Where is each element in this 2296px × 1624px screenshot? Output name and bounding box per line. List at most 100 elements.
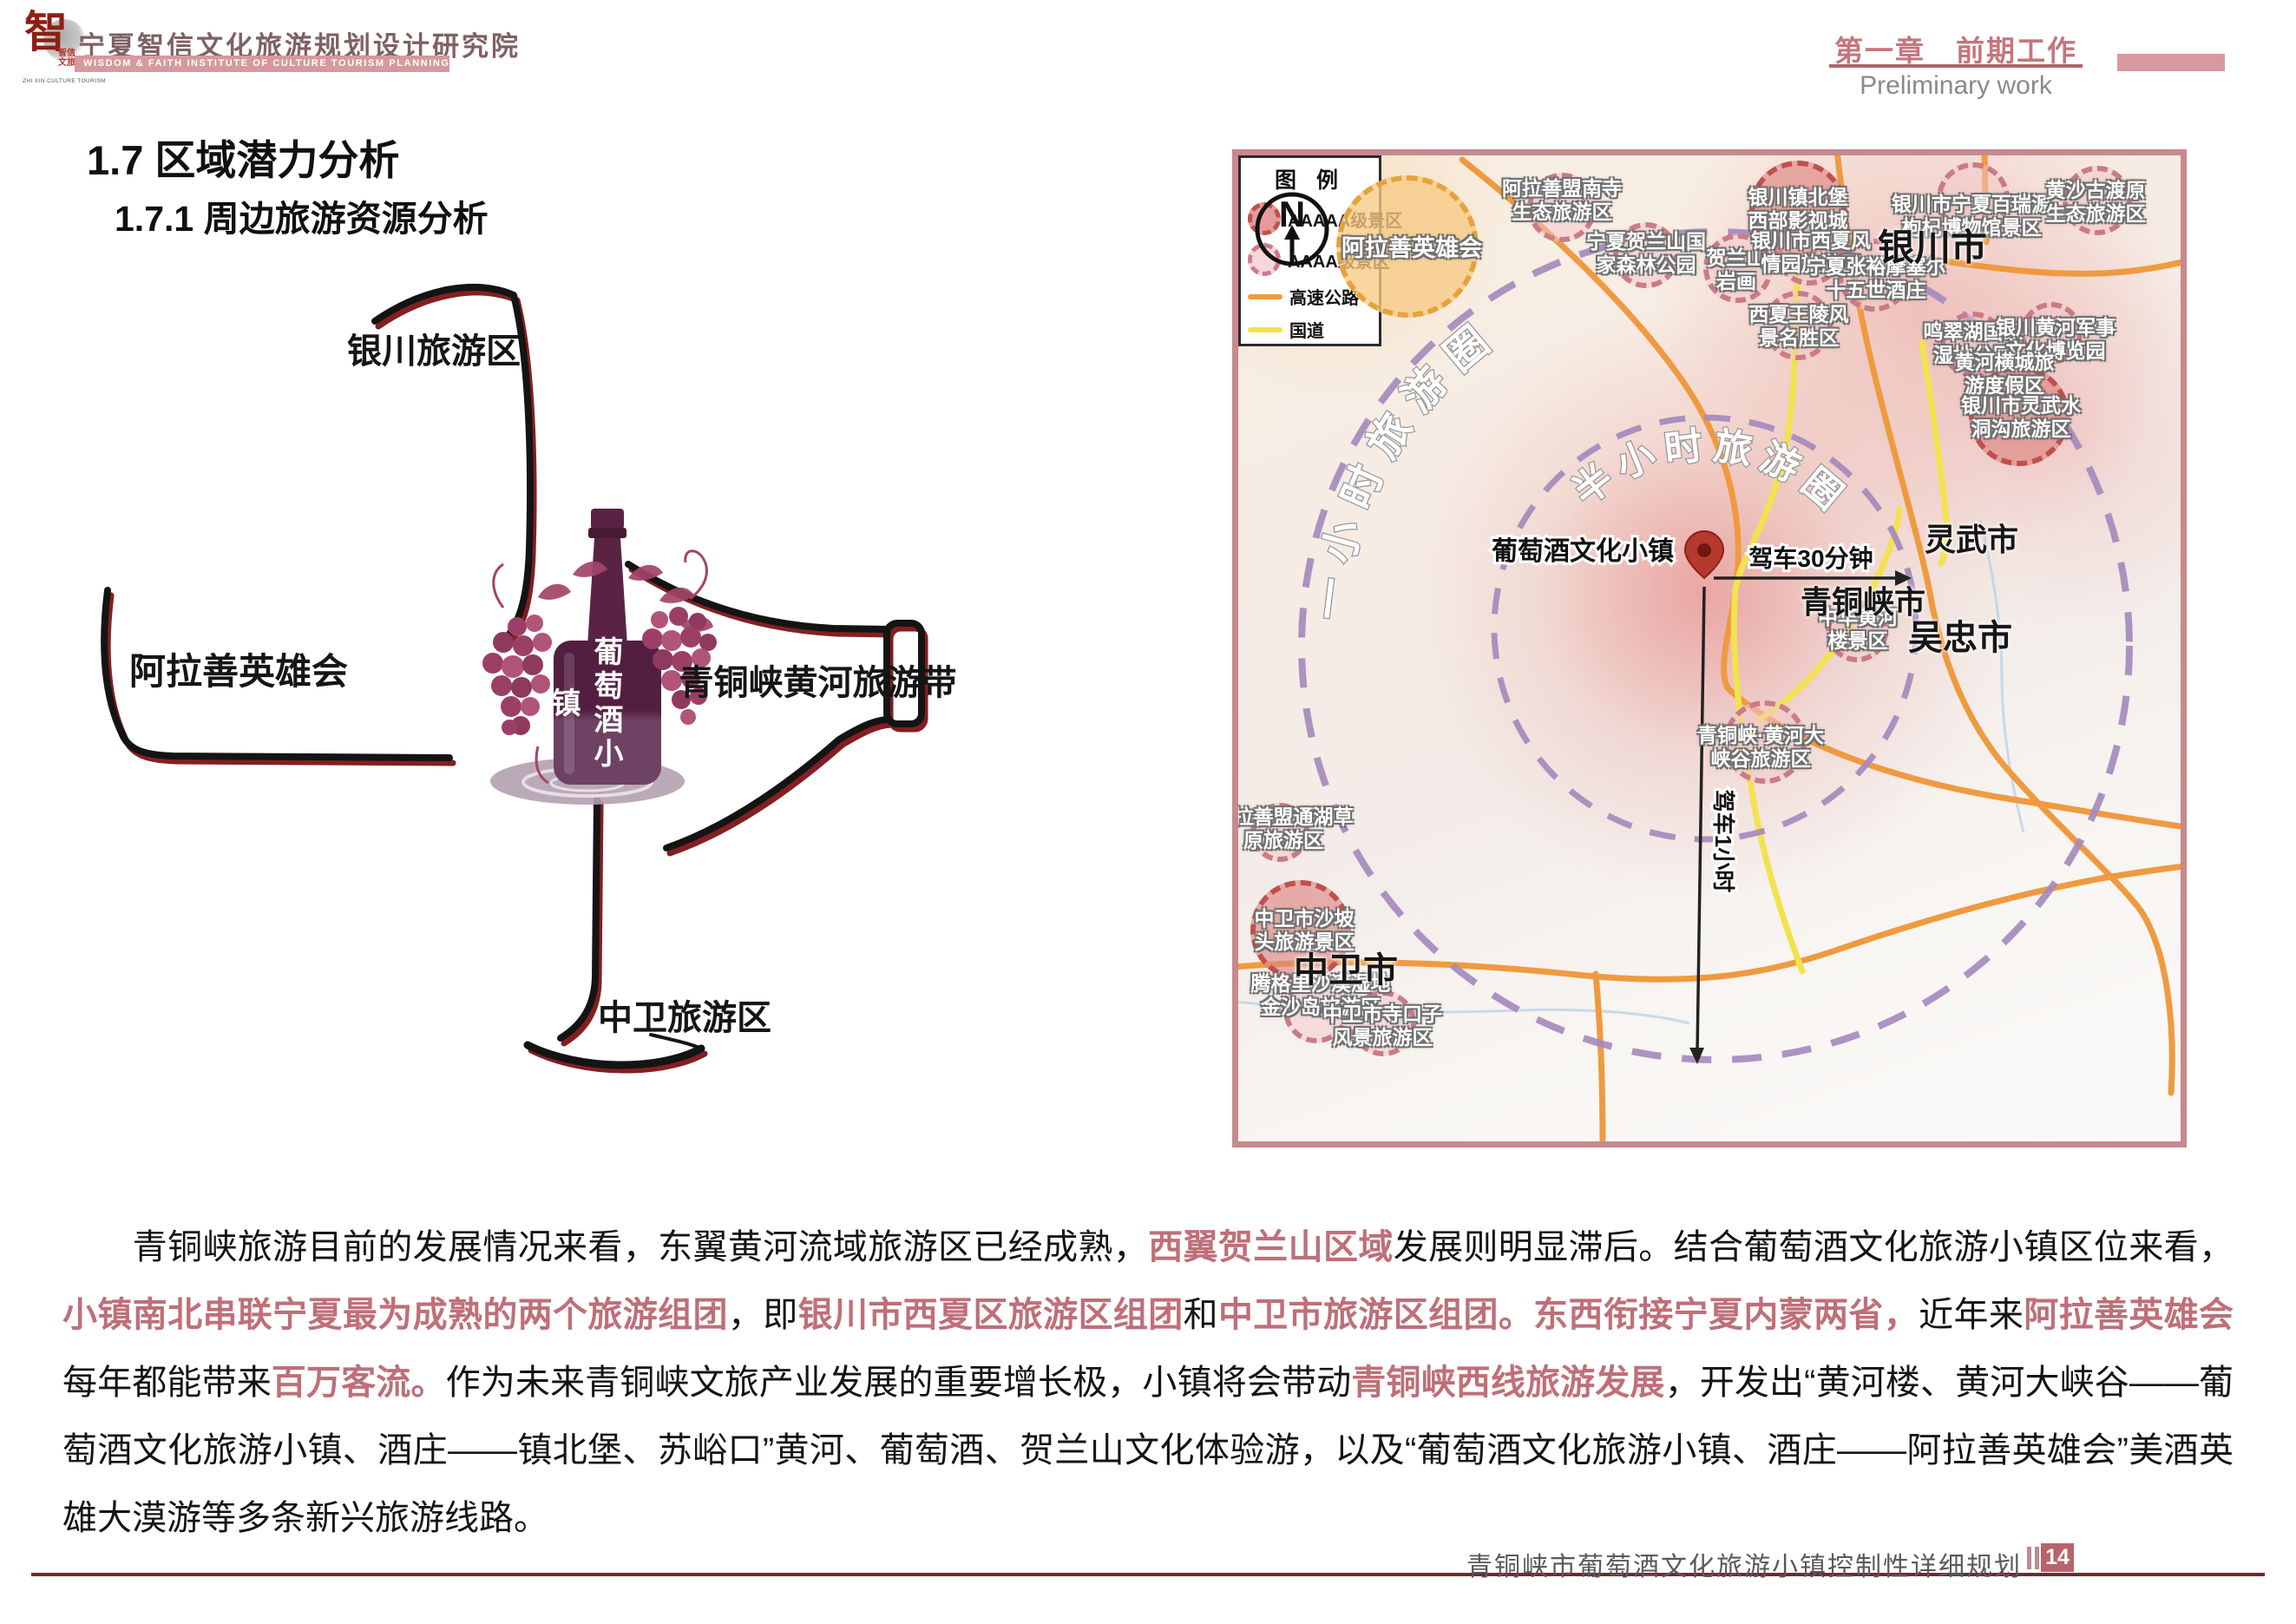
map-spot-label: 宁夏张裕摩塞尔 十五世酒庄 [1806,254,1946,301]
svg-text:旅: 旅 [1711,424,1755,472]
paragraph-segment: 和 [1183,1296,1218,1334]
map-spot-circle [1723,700,1807,784]
map-spot-label: 青铜峡·黄河大 峡谷旅游区 [1697,723,1824,770]
map-city-label: 青铜峡市 [1800,584,1926,620]
svg-text:游: 游 [1754,436,1806,490]
map-spot-label: 银川市宁夏百瑞源 枸杞博物馆景区 [1892,192,2051,239]
map-spot-label: 银川市灵武水 洞沟旅游区 [1961,393,2081,440]
map-spot-circle [1527,173,1597,242]
institute-logo-icon: 智 [24,8,68,56]
legend-title: 图 例 [1275,168,1345,193]
map-spot-label: 黄河横城旅 游度假区 [1954,350,2055,397]
company-name-en: WISDOM & FAITH INSTITUTE OF CULTURE TOUR… [83,58,479,69]
map-spot-circle [1763,291,1833,360]
map-spot-label: 贺兰山 岩画 [1706,246,1767,293]
svg-text:驾车1小时: 驾车1小时 [1710,790,1736,892]
diagram-node-alashan: 阿拉善英雄会 [128,651,348,692]
company-name-band: WISDOM & FAITH INSTITUTE OF CULTURE TOUR… [75,56,479,72]
map-city-label: 中卫市 [1294,951,1398,990]
chapter-underline [1829,64,2083,68]
paragraph-segment: 每年都能带来 [62,1364,272,1402]
map-spot-label: 中华黄河 楼景区 [1818,605,1898,652]
svg-text:半: 半 [1565,457,1622,514]
paragraph-segment: ，即 [727,1296,798,1334]
map-spot-circle [1283,977,1349,1043]
map-spot-circle [1969,365,2070,466]
north-arrow-icon: N [1255,192,1329,266]
analysis-paragraph: 青铜峡旅游目前的发展情况来看，东翼黄河流域旅游区已经成熟，西翼贺兰山区域发展则明… [62,1213,2234,1552]
travel-time-rings [1298,228,2133,1063]
map-spot-label: 银川黄河军事 文化博览园 [1996,315,2116,362]
paragraph-highlight: 青铜峡西线旅游发展 [1351,1364,1665,1402]
map-spot-label: 腾格里沙漠湿地 金沙岛旅游区 [1250,971,1391,1018]
map-spot-circle [1350,990,1416,1056]
paragraph-segment: ，开发出“黄河楼、黄河大峡谷——葡萄酒文化旅游小镇、酒庄——镇北堡、苏峪口”黄河… [62,1364,2234,1537]
paragraph-segment: 青铜峡旅游目前的发展情况来看，东翼黄河流域旅游区已经成熟， [62,1228,1149,1266]
grape-cluster-right [642,607,717,725]
subsection-title: 1.7.1 周边旅游资源分析 [115,199,489,239]
diagram-node-zhongwei: 中卫旅游区 [598,999,771,1037]
svg-text:驾车30分钟: 驾车30分钟 [1748,544,1873,572]
map-spot-label: 西夏王陵风 景名胜区 [1748,302,1849,349]
map-city-label: 吴忠市 [1908,619,2012,657]
legend-item-highway: 高速公路 [1248,284,1359,309]
map-spot-circle [1703,233,1773,303]
paragraph-highlight: 百万客流。 [271,1364,446,1402]
paragraph-highlight: 西翼贺兰山区域 [1148,1228,1394,1266]
page-number: 14 [2041,1543,2074,1572]
paragraph-highlight: 阿拉善英雄会 [2024,1296,2234,1334]
swoosh-black-strokes [101,283,925,1069]
svg-text:一: 一 [1307,575,1357,622]
map-spot-label: 鸣翠湖国家 湿地公园 [1923,319,2024,366]
map-spot-label: 阿拉善英雄会 [1342,235,1482,262]
logo-subtext-en: ZHI XIN CULTURE TOURISM [23,78,106,84]
paragraph-highlight: 银川市西夏区旅游区组团 [797,1296,1184,1334]
header-accent-bar [2117,54,2225,71]
map-spot-circle [1250,803,1309,862]
svg-text:葡萄酒文化小镇: 葡萄酒文化小镇 [1492,536,1674,566]
map-spot-circle [2020,302,2083,365]
footer-doc-title: 青铜峡市葡萄酒文化旅游小镇控制性详细规划 [1466,1553,2022,1581]
grape-cluster-left [482,615,552,735]
diagram-node-qingtongxia-belt: 青铜峡黄河旅游带 [679,664,957,702]
svg-text:圈: 圈 [1436,319,1498,380]
map-spot-label: 黄沙古渡原 生态旅游区 [2045,178,2146,225]
map-spot-circle [1937,162,2010,235]
paragraph-segment: 作为未来青铜峡文旅产业发展的重要增长极，小镇将会带动 [445,1364,1352,1402]
paragraph-segment: 发展则明显滞后。结合葡萄酒文化旅游小镇区位来看， [1393,1228,2234,1266]
map-spot-circle [2063,166,2132,235]
map-spot-label: 阿拉善盟通湖草 原旅游区 [1233,805,1354,851]
map-spot-label: 银川镇北堡 西部影视城 [1748,185,1848,232]
map-spot-circle [1336,175,1479,318]
highway-sample-icon [1248,293,1282,299]
map-spot-label: 中卫市沙坡 头旅游景区 [1254,906,1355,953]
map-spot-circle [1613,222,1679,288]
wine-town-pin-icon [1683,529,1725,580]
svg-text:小: 小 [1315,516,1371,568]
map-spot-label: 宁夏贺兰山国 家森林公园 [1586,229,1706,276]
footer-bars-icon [2027,1547,2043,1569]
wine-bottle-diagram [101,283,928,1074]
diagram-node-yinchuan: 银川旅游区 [347,332,521,371]
map-city-label: 灵武市 [1924,522,2019,557]
map-spot-circle [1826,600,1888,662]
map-spot-label: 阿拉善盟南寺 生态旅游区 [1502,176,1622,223]
national-road-sample-icon [1248,326,1282,332]
legend-label: 国道 [1289,322,1324,341]
logo-ink-splash [43,19,85,61]
paragraph-highlight: 中卫市旅游区组团。东西衔接宁夏内蒙两省， [1217,1296,1919,1334]
map-spot-circle [1838,239,1911,312]
paragraph-segment: 近年来 [1919,1296,2024,1334]
svg-text:游: 游 [1394,359,1457,421]
logo-subtext: 智信 文旅 [58,49,75,68]
chapter-title-en: Preliminary work [1860,71,2052,100]
map-spot-label: 银川市西夏风 情园旅游区 [1751,228,1871,275]
svg-text:小: 小 [1610,433,1661,487]
svg-text:时: 时 [1662,424,1704,471]
map-city-label: 银川市 [1877,227,1988,268]
map-spot-label: 中卫市寺口子 风景旅游区 [1322,1002,1442,1049]
map-spot-circle [1774,216,1844,286]
map-spot-circle [1250,880,1351,981]
